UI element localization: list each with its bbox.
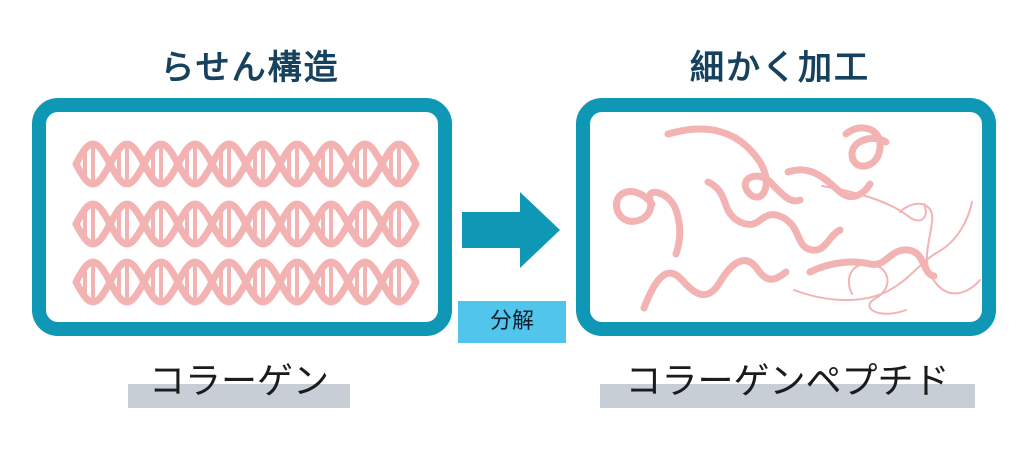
- caption-highlight-bar: [600, 384, 975, 408]
- dna-helix: [72, 200, 420, 248]
- helix-strand: [72, 140, 420, 188]
- helix-structure-title: らせん構造: [160, 48, 340, 88]
- triple-helix-illustration: [72, 140, 420, 306]
- peptide-fragment-thin: [821, 185, 927, 222]
- peptide-fragment-thin: [847, 262, 907, 315]
- peptide-fragment: [613, 188, 684, 258]
- collagen-helix-panel: [32, 98, 452, 336]
- collagen-peptide-caption: コラーゲンペプチド: [625, 361, 950, 402]
- peptide-fragment-thin: [793, 201, 973, 301]
- collagen-caption: コラーゲン: [148, 361, 329, 402]
- collagen-peptide-panel: [576, 98, 996, 336]
- peptide-fragment: [842, 124, 890, 170]
- peptide-fragments-illustration: [613, 124, 981, 315]
- arrow-right-icon: [462, 192, 560, 268]
- dna-helix: [72, 140, 420, 188]
- caption-highlight-bar: [128, 384, 350, 408]
- helix-strand: [72, 200, 420, 248]
- fine-processing-title: 細かく加工: [690, 48, 870, 88]
- peptide-fragment: [664, 125, 804, 205]
- peptide-fragment-thin: [899, 202, 981, 295]
- peptide-fragment: [806, 246, 938, 280]
- decomposition-label: 分解: [458, 301, 566, 343]
- peptide-fragment: [784, 166, 874, 200]
- peptide-fragment: [704, 178, 844, 254]
- dna-helix: [72, 258, 420, 306]
- helix-strand: [72, 258, 420, 306]
- peptide-fragment: [640, 257, 790, 312]
